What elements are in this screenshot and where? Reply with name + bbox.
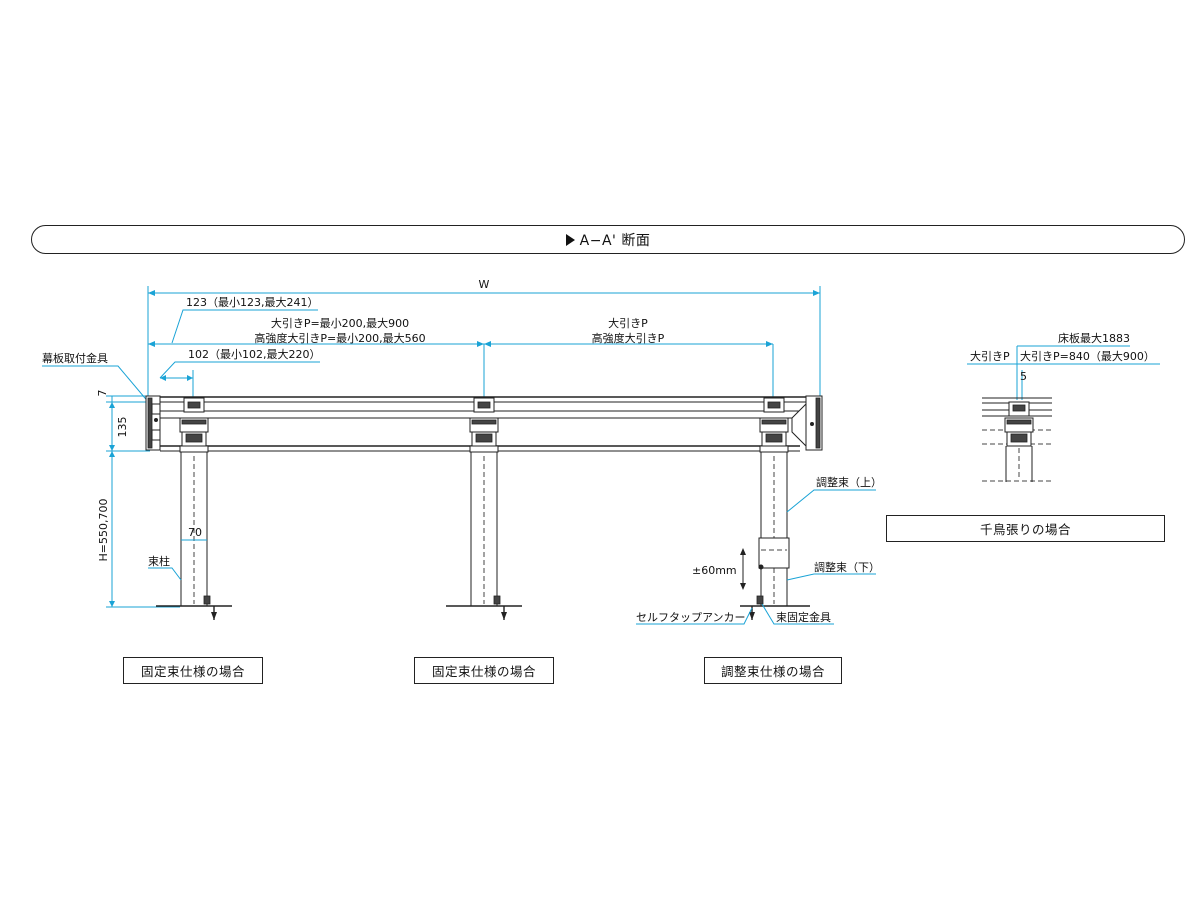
post-bracket-label: 束固定金具 [776, 610, 831, 624]
detail-gap: 5 [1020, 370, 1027, 383]
adj-lower-label: 調整束（下） [814, 560, 880, 574]
post-cap-3 [759, 397, 789, 453]
adjust-range-label: ±60mm [692, 564, 737, 577]
dim-p-line2: 高強度大引きP [592, 331, 665, 345]
dim-h-label: H=550,700 [97, 499, 110, 562]
post-fixed-1 [156, 452, 232, 620]
post-cap-1 [179, 397, 209, 453]
adjust-range-arrow [740, 548, 746, 590]
section-header: A−A' 断面 [31, 225, 1185, 254]
dim-70-label: 70 [188, 526, 202, 539]
post-fixed-2 [446, 452, 522, 620]
adj-lower-leader [786, 573, 876, 581]
fascia-bracket-left [145, 395, 161, 451]
anchor-label: セルフタップアンカー [636, 611, 746, 624]
dim-123-label: 123（最小123,最大241） [186, 295, 318, 309]
dim-w-label: W [479, 278, 490, 291]
dimension-w [147, 286, 821, 400]
detail-p-left: 大引きP [970, 349, 1010, 363]
dim-p-main-line1: 大引きP=最小200,最大900 [271, 316, 409, 330]
fascia-bracket-label: 幕板取付金具 [42, 351, 108, 365]
detail-staggered [967, 345, 1160, 482]
post-label: 束柱 [148, 554, 170, 568]
dim-123-leader [171, 309, 318, 344]
detail-p-right: 大引きP=840（最大900） [1020, 349, 1155, 363]
adj-upper-label: 調整束（上） [816, 475, 882, 489]
fascia-bracket-right [791, 395, 823, 451]
anchor-leader [636, 607, 753, 625]
dimension-102 [159, 361, 320, 400]
post-leader [148, 567, 182, 581]
fascia-bracket-leader [42, 365, 151, 405]
dim-p-main-line2: 高強度大引きP=最小200,最大560 [254, 331, 425, 345]
dim-102-label: 102（最小102,最大220） [188, 347, 320, 361]
section-title: A−A' 断面 [579, 232, 651, 249]
dim-p-line1: 大引きP [608, 316, 648, 330]
adj-upper-leader [786, 489, 876, 513]
post-cap-2 [469, 397, 499, 453]
post-adjustable [740, 452, 810, 620]
detail-floor-max: 床板最大1883 [1058, 331, 1130, 345]
dim-135-label: 135 [116, 417, 129, 438]
caption-adjust: 調整束仕様の場合 [704, 657, 842, 684]
post-bracket-leader [761, 603, 834, 625]
caption-fixed-2: 固定束仕様の場合 [414, 657, 554, 684]
caption-fixed-1: 固定束仕様の場合 [123, 657, 263, 684]
caption-staggered: 千鳥張りの場合 [886, 515, 1165, 542]
dimension-p [148, 341, 774, 402]
dimension-vertical [106, 395, 180, 608]
dim-7-label: 7 [96, 390, 109, 397]
triangle-marker-icon [565, 233, 575, 246]
